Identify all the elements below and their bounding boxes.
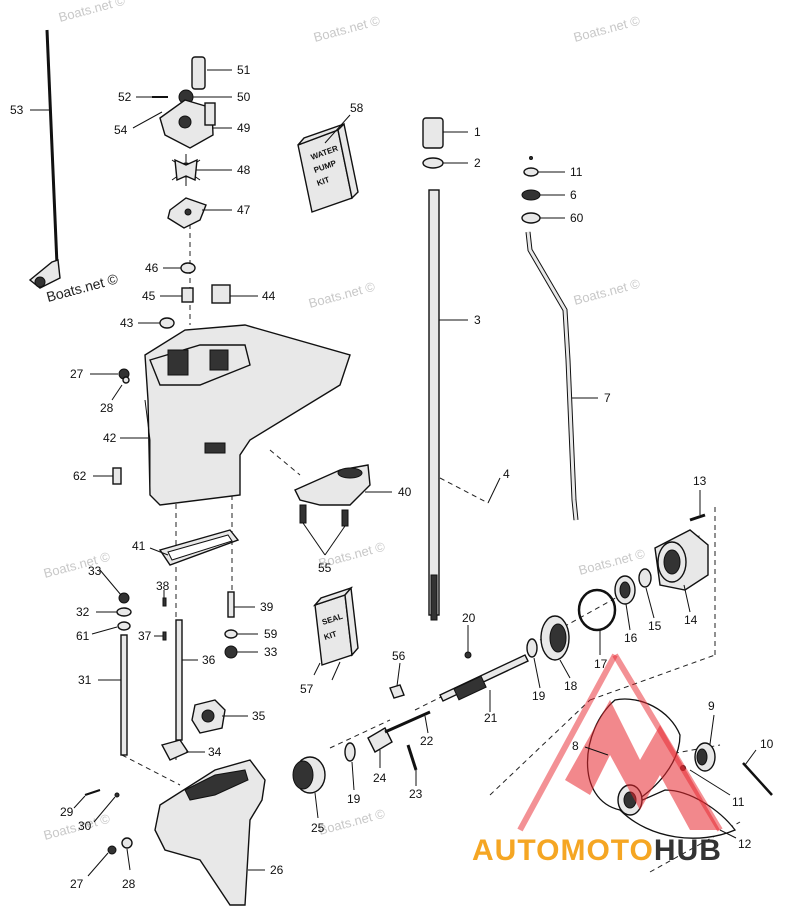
callout-29: 29: [60, 805, 74, 819]
callout-20: 20: [462, 611, 476, 625]
callout-7: 7: [604, 391, 611, 405]
water-pump-kit-box: WATER PUMP KIT: [297, 122, 359, 213]
left-small-parts: [84, 591, 238, 855]
callout-33b: 33: [264, 645, 278, 659]
callout-9: 9: [708, 699, 715, 713]
callout-36: 36: [202, 653, 216, 667]
part-41-gasket: [158, 529, 240, 566]
callout-3: 3: [474, 313, 481, 327]
callout-45: 45: [142, 289, 156, 303]
callout-33a: 33: [88, 564, 102, 578]
driveshaft-housing: [112, 324, 351, 506]
callout-43: 43: [120, 316, 134, 330]
callout-62: 62: [73, 469, 87, 483]
leader-lines: [30, 69, 757, 877]
kit-text: KIT: [323, 629, 338, 642]
logo-text-auto: AUTOMOTOHUB: [472, 834, 722, 867]
callout-16: 16: [624, 631, 638, 645]
callout-53: 53: [10, 103, 24, 117]
callout-13: 13: [693, 474, 707, 488]
watermark: Boats.net ©: [312, 13, 382, 45]
callout-26: 26: [270, 863, 284, 877]
callout-24: 24: [373, 771, 387, 785]
callout-2: 2: [474, 156, 481, 170]
gear-housing: [154, 759, 266, 906]
callout-31: 31: [78, 673, 92, 687]
callout-55: 55: [318, 561, 332, 575]
callout-4: 4: [503, 467, 510, 481]
callout-41: 41: [132, 539, 146, 553]
callout-28b: 28: [122, 877, 136, 891]
callout-34: 34: [208, 745, 222, 759]
callout-11a: 11: [570, 165, 583, 179]
gearcase-internal-parts: [292, 513, 709, 794]
callout-49: 49: [237, 121, 251, 135]
watermark: Boats.net ©: [577, 546, 647, 578]
automotohub-logo: AUTOMOTOHUB: [472, 653, 723, 867]
callout-46: 46: [145, 261, 159, 275]
drive-shaft: [422, 117, 444, 621]
callout-23: 23: [409, 787, 423, 801]
callout-48: 48: [237, 163, 251, 177]
callout-51: 51: [237, 63, 251, 77]
callout-17: 17: [594, 657, 608, 671]
callout-8: 8: [572, 739, 579, 753]
callout-35: 35: [252, 709, 266, 723]
watermark: Boats.net ©: [42, 811, 112, 843]
callout-22: 22: [420, 734, 434, 748]
seal-kit-box: SEAL KIT: [312, 586, 359, 666]
callout-1: 1: [474, 125, 481, 139]
callout-52: 52: [118, 90, 132, 104]
watermark: Boats.net ©: [572, 276, 642, 308]
callout-19a: 19: [347, 792, 361, 806]
callout-39: 39: [260, 600, 274, 614]
callout-6: 6: [570, 188, 577, 202]
watermark: Boats.net ©: [317, 806, 387, 838]
callout-30: 30: [78, 819, 92, 833]
watermark: Boats.net ©: [307, 279, 377, 311]
callout-27a: 27: [70, 367, 84, 381]
callout-15: 15: [648, 619, 662, 633]
callout-40: 40: [398, 485, 412, 499]
callout-59: 59: [264, 627, 278, 641]
water-pump-parts: [152, 56, 231, 329]
callout-12: 12: [738, 837, 752, 851]
callout-50: 50: [237, 90, 251, 104]
callout-numbers: 51 52 50 54 49 48 47 46 45 44 43 53 58 1…: [10, 63, 774, 891]
part-40: [294, 464, 371, 527]
callout-19b: 19: [532, 689, 546, 703]
callout-42: 42: [103, 431, 117, 445]
callout-27b: 27: [70, 877, 84, 891]
callout-58: 58: [350, 101, 364, 115]
callout-21: 21: [484, 711, 498, 725]
callout-57: 57: [300, 682, 314, 696]
callout-56: 56: [392, 649, 406, 663]
watermark: Boats.net ©: [42, 549, 112, 581]
watermark: Boats.net ©: [57, 0, 127, 25]
callout-61: 61: [76, 629, 90, 643]
callout-38: 38: [156, 579, 170, 593]
callout-60: 60: [570, 211, 584, 225]
callout-47: 47: [237, 203, 251, 217]
callout-14: 14: [684, 613, 698, 627]
callout-32: 32: [76, 605, 90, 619]
callout-28a: 28: [100, 401, 114, 415]
callout-11b: 11: [732, 795, 745, 809]
kit-text: KIT: [316, 175, 331, 188]
part-53-shift-rod: [28, 29, 61, 289]
callout-18: 18: [564, 679, 578, 693]
callout-25: 25: [311, 821, 325, 835]
callout-54: 54: [114, 123, 128, 137]
shift-rod-7: [521, 156, 579, 521]
callout-37: 37: [138, 629, 152, 643]
logo-triangle-icon: [565, 700, 720, 830]
watermark: Boats.net ©: [572, 13, 642, 45]
callout-44: 44: [262, 289, 276, 303]
callout-10: 10: [760, 737, 774, 751]
